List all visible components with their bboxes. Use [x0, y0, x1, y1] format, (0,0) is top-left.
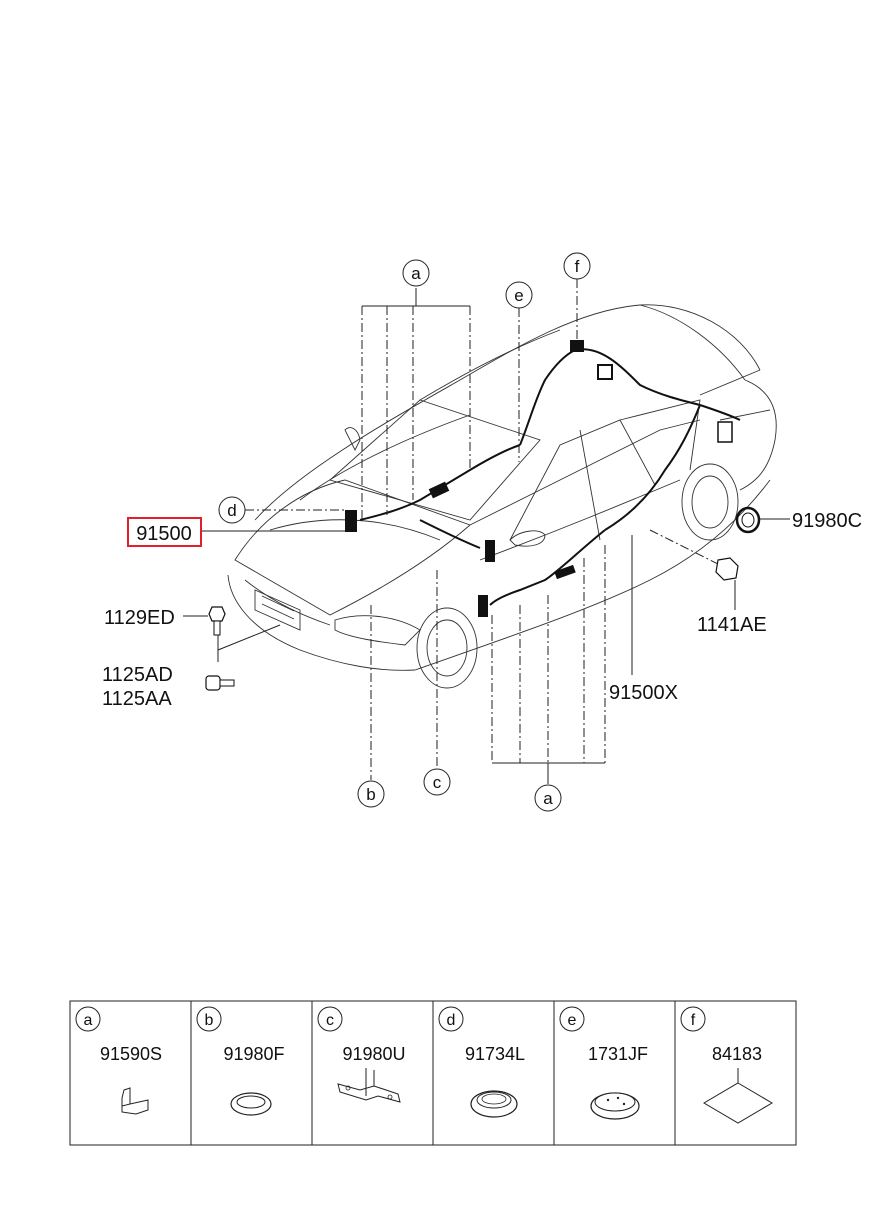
pad-icon	[703, 1068, 773, 1124]
svg-text:c: c	[433, 773, 442, 792]
svg-text:d: d	[447, 1012, 456, 1029]
svg-text:f: f	[691, 1012, 696, 1029]
connector-icon	[478, 595, 488, 617]
grommet-91980C-icon	[735, 506, 761, 534]
callout-a-top[interactable]: a	[402, 259, 430, 287]
callout-e[interactable]: e	[505, 281, 533, 309]
connector-icon	[570, 340, 584, 352]
svg-text:f: f	[575, 257, 580, 276]
legend-cell-c[interactable]: c 91980U	[317, 1006, 406, 1103]
svg-text:91734L: 91734L	[465, 1044, 525, 1064]
connector-icon	[717, 421, 733, 443]
connector-icon	[554, 564, 576, 580]
part-label-main-harness[interactable]: 91500	[127, 517, 202, 547]
connector-icon	[597, 364, 613, 380]
svg-text:d: d	[227, 501, 236, 520]
svg-text:91980U: 91980U	[342, 1044, 405, 1064]
bolt-1125AD-icon	[205, 675, 235, 691]
svg-text:91590S: 91590S	[100, 1044, 162, 1064]
bolt-1141AE-icon	[715, 557, 739, 581]
highlight-box	[127, 517, 202, 547]
callout-b[interactable]: b	[357, 780, 385, 808]
plug-icon	[590, 1092, 640, 1120]
callout-d[interactable]: d	[218, 496, 246, 524]
wiring-harness	[345, 340, 741, 617]
svg-text:91500: 91500	[136, 523, 192, 545]
callout-a-bottom[interactable]: a	[534, 784, 562, 812]
clip-icon	[121, 1087, 149, 1115]
part-label-1129ED[interactable]: 1129ED	[104, 607, 175, 629]
connector-icon	[428, 481, 450, 499]
part-label-1141AE[interactable]: 1141AE	[697, 614, 767, 636]
grommet-icon	[230, 1092, 272, 1116]
legend-cell-e[interactable]: e 1731JF	[559, 1006, 648, 1120]
svg-text:c: c	[326, 1012, 334, 1029]
part-label-1125AA[interactable]: 1125AA	[102, 688, 172, 710]
svg-text:1731JF: 1731JF	[588, 1044, 648, 1064]
svg-text:91980F: 91980F	[223, 1044, 284, 1064]
car-illustration	[227, 304, 777, 689]
bracket-icon	[337, 1068, 401, 1103]
grommet-icon	[470, 1090, 518, 1118]
bolt-1129ED-icon	[208, 606, 226, 636]
svg-text:b: b	[366, 785, 375, 804]
callout-lines	[183, 279, 790, 784]
part-label-1125AD[interactable]: 1125AD	[102, 664, 173, 686]
part-label-91500X[interactable]: 91500X	[609, 682, 678, 704]
legend-table: a 91590S b 91980F c 91980U	[69, 1000, 797, 1146]
svg-text:b: b	[205, 1012, 214, 1029]
svg-text:a: a	[84, 1012, 93, 1029]
connector-icon	[485, 540, 495, 562]
svg-text:a: a	[543, 789, 553, 808]
svg-text:a: a	[411, 264, 421, 283]
callout-f[interactable]: f	[563, 252, 591, 280]
svg-text:e: e	[514, 286, 523, 305]
legend-cell-a[interactable]: a 91590S	[75, 1006, 162, 1115]
svg-text:e: e	[568, 1012, 577, 1029]
svg-text:84183: 84183	[712, 1044, 762, 1064]
connector-icon	[345, 510, 357, 532]
callout-c[interactable]: c	[423, 768, 451, 796]
legend-cell-b[interactable]: b 91980F	[196, 1006, 285, 1116]
legend-cell-d[interactable]: d 91734L	[438, 1006, 525, 1118]
legend-cell-f[interactable]: f 84183	[680, 1006, 773, 1124]
part-label-91980C[interactable]: 91980C	[792, 510, 862, 532]
